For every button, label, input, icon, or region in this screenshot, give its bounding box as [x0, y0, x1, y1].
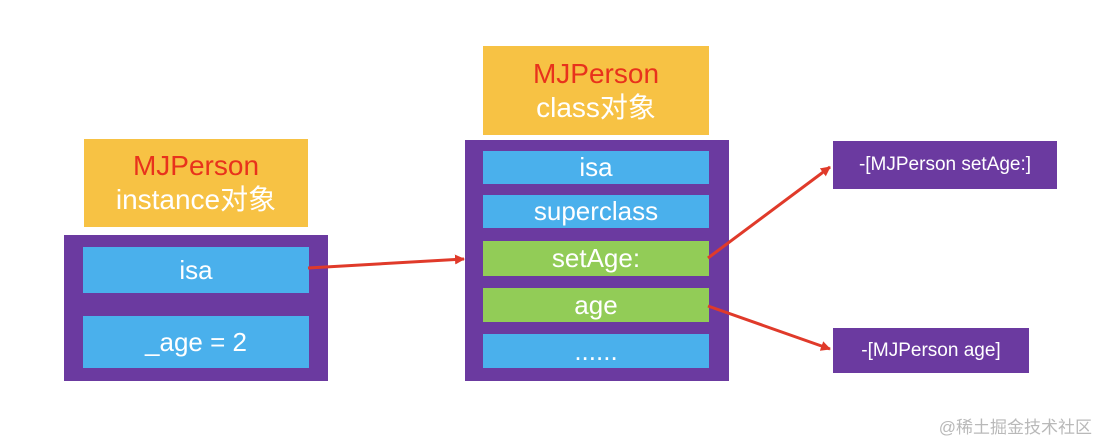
- class-kind-label: class对象: [536, 91, 656, 123]
- isa-pointer-arrow: [307, 254, 465, 270]
- watermark: @稀土掘金技术社区: [938, 418, 1092, 437]
- instance-isa-cell: isa: [83, 247, 309, 293]
- instance-header: MJPerson instance对象: [84, 139, 308, 227]
- class-superclass-cell: superclass: [483, 195, 709, 228]
- class-age-method-cell: age: [483, 288, 709, 322]
- instance-memory-panel: isa _age = 2: [64, 235, 328, 381]
- age-implementation-box: -[MJPerson age]: [833, 328, 1029, 373]
- instance-age-cell: _age = 2: [83, 316, 309, 368]
- class-header: MJPerson class对象: [483, 46, 709, 135]
- class-setage-method-cell: setAge:: [483, 241, 709, 276]
- class-isa-cell: isa: [483, 151, 709, 184]
- instance-class-name: MJPerson: [132, 150, 260, 181]
- setage-implementation-box: -[MJPerson setAge:]: [833, 141, 1057, 189]
- setage-pointer-arrow: [707, 165, 831, 260]
- age-pointer-arrow: [707, 304, 831, 351]
- class-more-cell: ......: [483, 334, 709, 368]
- instance-kind-label: instance对象: [115, 184, 277, 215]
- class-memory-panel: isa superclass setAge: age ......: [465, 140, 729, 381]
- class-name: MJPerson: [532, 57, 660, 89]
